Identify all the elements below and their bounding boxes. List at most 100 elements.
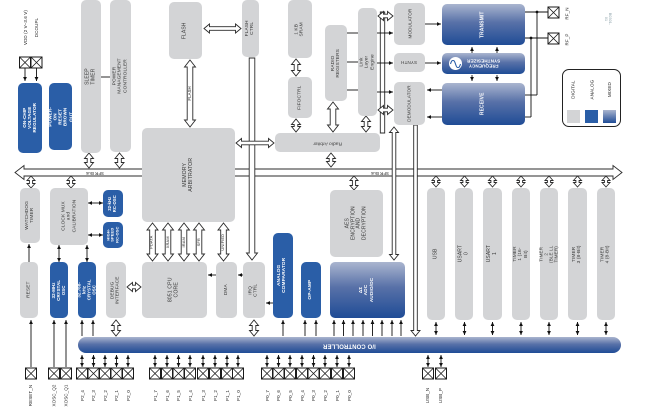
arrow	[265, 355, 269, 359]
block-cpu: 8051 CPU CORE	[142, 262, 207, 318]
block-pmc: POWER MANAGEMENT CONTROLLER	[110, 0, 131, 152]
arrow	[426, 363, 430, 367]
arrow	[177, 222, 191, 262]
arrow	[515, 175, 527, 188]
sfr-bus-label-left: SFR Bus	[86, 170, 104, 176]
block-label: 32.768-kHz CRYSTAL OSC	[76, 279, 96, 301]
arrow	[80, 363, 84, 367]
arrow	[91, 320, 95, 324]
arrow	[110, 319, 122, 337]
arrow	[323, 355, 327, 359]
arrow	[343, 367, 355, 380]
block-adc: ΔΣ ADC AUDIO/DC	[330, 262, 405, 318]
arrow	[276, 355, 281, 359]
arrow	[161, 222, 175, 262]
arrow	[325, 152, 337, 168]
block-timer2: TIMER 2 (BLE LL TIMER)	[539, 188, 559, 320]
arrow	[426, 355, 430, 359]
block-io-controller: I/O CONTROLLER	[78, 337, 621, 353]
arrow	[459, 175, 470, 188]
block-label: DMA	[223, 284, 229, 296]
arrow	[547, 32, 560, 45]
arrow	[88, 201, 92, 205]
arrow	[25, 367, 37, 380]
pin-label: USB_N	[425, 388, 431, 404]
arrow	[434, 322, 438, 326]
arrow	[290, 58, 302, 77]
arrow	[122, 367, 134, 380]
arrow	[126, 363, 130, 367]
arrow	[126, 355, 130, 359]
arrow	[209, 367, 221, 380]
arrow	[176, 355, 181, 359]
pin-label: RESET_N	[28, 385, 34, 407]
block-debug: DEBUG INTERFACE	[106, 262, 126, 318]
arrow	[281, 320, 285, 324]
arrow	[487, 175, 498, 188]
block-label: USB	[432, 248, 439, 260]
block-aes: AES ENCRYPTION AND DECRYPTION	[330, 190, 383, 257]
block-opamp: OP-AMP	[301, 262, 321, 318]
block-receive: RECEIVE	[442, 83, 525, 125]
block-irq: IRQ CTRL	[243, 262, 265, 318]
arrow	[245, 57, 259, 261]
block-label: I/O CONTROLLER	[323, 342, 376, 349]
block-label: MEMORY ARBITRATOR	[181, 158, 194, 192]
block-flash-ctrl: FLASH CTRL	[242, 0, 259, 57]
block-link-layer: Link Layer Engine	[358, 8, 377, 116]
arrow	[192, 222, 206, 262]
block-fifoctrl: FIFOCTRL	[288, 77, 312, 118]
pin-label: P0_0	[346, 390, 352, 402]
arrow	[319, 367, 331, 380]
arrow	[575, 331, 580, 335]
arrow	[314, 320, 318, 324]
block-label: FREQUENCY SYNTHESIZER	[466, 58, 501, 69]
block-label: SYNTH	[401, 60, 418, 66]
block-por: POWER-ON RESET BROWN OUT	[48, 83, 73, 150]
arrow	[19, 56, 31, 69]
block-usb: USB	[427, 188, 445, 320]
arrow	[495, 77, 499, 81]
arrow	[288, 363, 292, 367]
block-memory-arbitrator: MEMORY ARBITRATOR	[142, 128, 235, 222]
arrow	[462, 322, 467, 326]
junction-dot	[535, 10, 539, 14]
arrow	[600, 175, 612, 188]
block-modulator: MODULATOR	[394, 3, 425, 45]
arrow	[439, 355, 443, 359]
block-label: 32-kHz RC-OSC	[107, 194, 117, 213]
block-label: HIGH- SPEED RC-OSC	[105, 226, 120, 244]
arrow	[83, 152, 95, 169]
arrow	[203, 23, 242, 34]
arrow	[176, 363, 181, 367]
arrow	[377, 104, 394, 116]
arrow	[410, 124, 421, 337]
arrow	[331, 367, 343, 380]
arrow	[225, 355, 229, 359]
pin-label: XOSC_Q1	[63, 385, 69, 407]
arrow	[439, 363, 443, 367]
arrow	[126, 281, 142, 293]
arrow	[236, 355, 240, 359]
block-label: RADIO REGISTERS	[330, 48, 341, 78]
block-usart1: USART 1	[483, 188, 502, 320]
arrow	[266, 301, 270, 305]
legend-item-digital: DIGITAL	[566, 72, 580, 123]
arrow	[217, 222, 230, 262]
block-label: IRQ CTRL	[248, 283, 259, 297]
arrow	[326, 101, 340, 133]
block-label: AES ENCRYPTION AND DECRYPTION	[344, 206, 368, 241]
unified-bus-label: UNIFIED	[219, 233, 225, 251]
arrow	[347, 355, 351, 359]
block-label: Radio Arbiter	[312, 140, 343, 146]
block-flash: FLASH	[169, 2, 202, 59]
arrow	[348, 175, 360, 191]
arrow	[261, 367, 273, 380]
figure-id: B0301-01	[604, 12, 613, 26]
block-label: TIMER 1 (16-Bit)	[512, 246, 529, 262]
block-label: SLEEP TIMER	[84, 68, 96, 85]
arrow	[370, 320, 375, 324]
arrow	[188, 355, 192, 359]
block-label: RECEIVE	[479, 92, 486, 116]
arrow	[57, 258, 61, 262]
